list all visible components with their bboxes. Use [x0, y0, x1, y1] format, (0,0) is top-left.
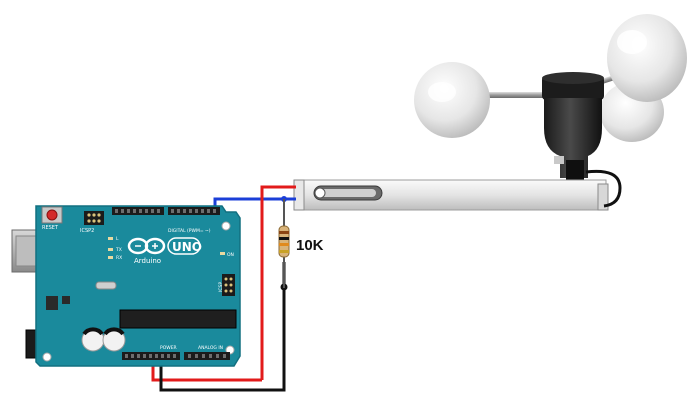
arm-bolt: [314, 187, 326, 199]
uno-badge: UNO: [167, 237, 202, 255]
arduino-infinity-logo-icon: [127, 237, 166, 255]
resistor-band: [279, 250, 289, 253]
mount-hole: [42, 352, 52, 362]
digital-label: DIGITAL (PWM= ~): [168, 228, 211, 234]
anemometer-body: [544, 98, 602, 178]
power-label: POWER: [160, 345, 177, 351]
icsp-header: [222, 274, 235, 296]
mount-hole: [221, 221, 231, 231]
power-wire: [260, 185, 296, 380]
anemometer-cup-left: [414, 62, 490, 138]
tx-label: TX: [115, 247, 122, 253]
arduino-board: RESET ICSP2 DIGITAL (PWM= ~) L TX RX: [11, 205, 241, 367]
on-led: [220, 252, 225, 255]
arm-end-cap-right: [597, 183, 609, 211]
cup-highlight: [428, 82, 456, 102]
rx-led: [108, 256, 113, 259]
anemometer-stem: [566, 160, 584, 182]
anemometer: [293, 14, 687, 211]
small-chip: [46, 296, 58, 310]
digital-header-right: [168, 207, 220, 215]
anemometer-screw: [554, 156, 564, 164]
resistor-band: [279, 243, 289, 246]
icsp2-label: ICSP2: [80, 228, 94, 234]
resistor-band: [279, 231, 289, 234]
icsp-label: ICSP: [218, 282, 224, 292]
anemometer-cup-front: [607, 14, 687, 102]
analog-label: ANALOG IN: [198, 345, 223, 351]
reset-button[interactable]: [41, 206, 63, 224]
capacitor: [81, 327, 105, 352]
model-label: UNO: [172, 240, 202, 254]
tx-led: [108, 248, 113, 251]
digital-pins: [115, 209, 216, 213]
arm-end-cap: [293, 179, 305, 211]
bottom-pins: [125, 354, 226, 358]
l-label: L: [116, 236, 119, 242]
sensor-cable: [585, 169, 622, 208]
resistor-value-label: 10K: [296, 237, 324, 254]
icsp2-header: [84, 211, 104, 225]
resistor-band: [279, 237, 289, 240]
ground-wire: [159, 262, 286, 392]
on-label: ON: [227, 252, 234, 258]
hub-top: [542, 72, 604, 84]
l-led: [108, 237, 113, 240]
brand-label: Arduino: [134, 257, 161, 265]
wires: [151, 185, 296, 392]
resistor: 10K: [278, 225, 324, 258]
anemometer-rod-left: [480, 92, 552, 98]
power-wire-pin: [151, 362, 262, 382]
cup-highlight: [617, 30, 647, 54]
reset-label: RESET: [42, 225, 59, 231]
crystal: [95, 281, 117, 290]
capacitor: [102, 327, 126, 352]
digital-header-left: [112, 207, 164, 215]
analog-header: [184, 352, 230, 360]
small-chip: [62, 296, 70, 304]
microcontroller-chip: [119, 309, 237, 329]
rx-label: RX: [116, 255, 122, 261]
